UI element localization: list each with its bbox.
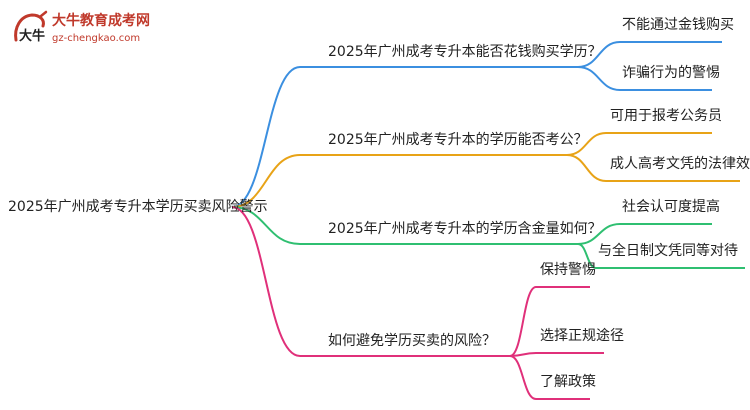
logo-url: gz-chengkao.com (52, 33, 141, 44)
link-branch-3-leaf-2 (577, 243, 745, 269)
branch-4-node[interactable]: 如何避免学历买卖的风险？ (328, 333, 496, 349)
link-branch-2-leaf-1 (566, 132, 712, 156)
link-root-branch-2 (231, 154, 301, 208)
root-node[interactable]: 2025年广州成考专升本学历买卖风险警示 (8, 199, 268, 215)
logo-mark-text: 大牛 (19, 28, 45, 44)
branch-1-leaf-1[interactable]: 不能通过金钱购买 (622, 17, 734, 33)
branch-4-leaf-2[interactable]: 选择正规途径 (540, 328, 624, 344)
bull-logo-icon: 大牛 (14, 10, 48, 44)
link-root-branch-3 (231, 206, 301, 245)
branch-3-leaf-1[interactable]: 社会认可度提高 (622, 199, 720, 215)
branch-1-node[interactable]: 2025年广州成考专升本能否花钱购买学历？ (328, 44, 602, 60)
link-root-branch-1 (231, 66, 301, 208)
link-branch-4-leaf-3 (509, 355, 590, 400)
link-root-branch-4 (231, 206, 301, 357)
branch-2-leaf-1[interactable]: 可用于报考公务员 (610, 108, 722, 124)
link-branch-1-leaf-2 (577, 66, 712, 91)
branch-4-leaf-3[interactable]: 了解政策 (540, 374, 596, 390)
branch-4-leaf-1[interactable]: 保持警惕 (540, 262, 596, 278)
link-branch-2-leaf-2 (566, 154, 740, 182)
branch-3-node[interactable]: 2025年广州成考专升本的学历含金量如何？ (328, 221, 602, 237)
link-branch-3-leaf-1 (577, 223, 712, 245)
link-branch-4-leaf-2 (509, 352, 604, 357)
link-branch-1-leaf-1 (577, 41, 722, 68)
branch-2-node[interactable]: 2025年广州成考专升本的学历能否考公？ (328, 132, 588, 148)
link-branch-4-leaf-1 (509, 286, 590, 357)
logo-title: 大牛教育成考网 (52, 13, 150, 29)
branch-1-leaf-2[interactable]: 诈骗行为的警惕 (622, 65, 720, 81)
branch-3-leaf-2[interactable]: 与全日制文凭同等对待 (598, 243, 738, 259)
branch-2-leaf-2[interactable]: 成人高考文凭的法律效力 (610, 156, 750, 172)
site-logo[interactable]: 大牛 大牛教育成考网 gz-chengkao.com (10, 8, 180, 52)
